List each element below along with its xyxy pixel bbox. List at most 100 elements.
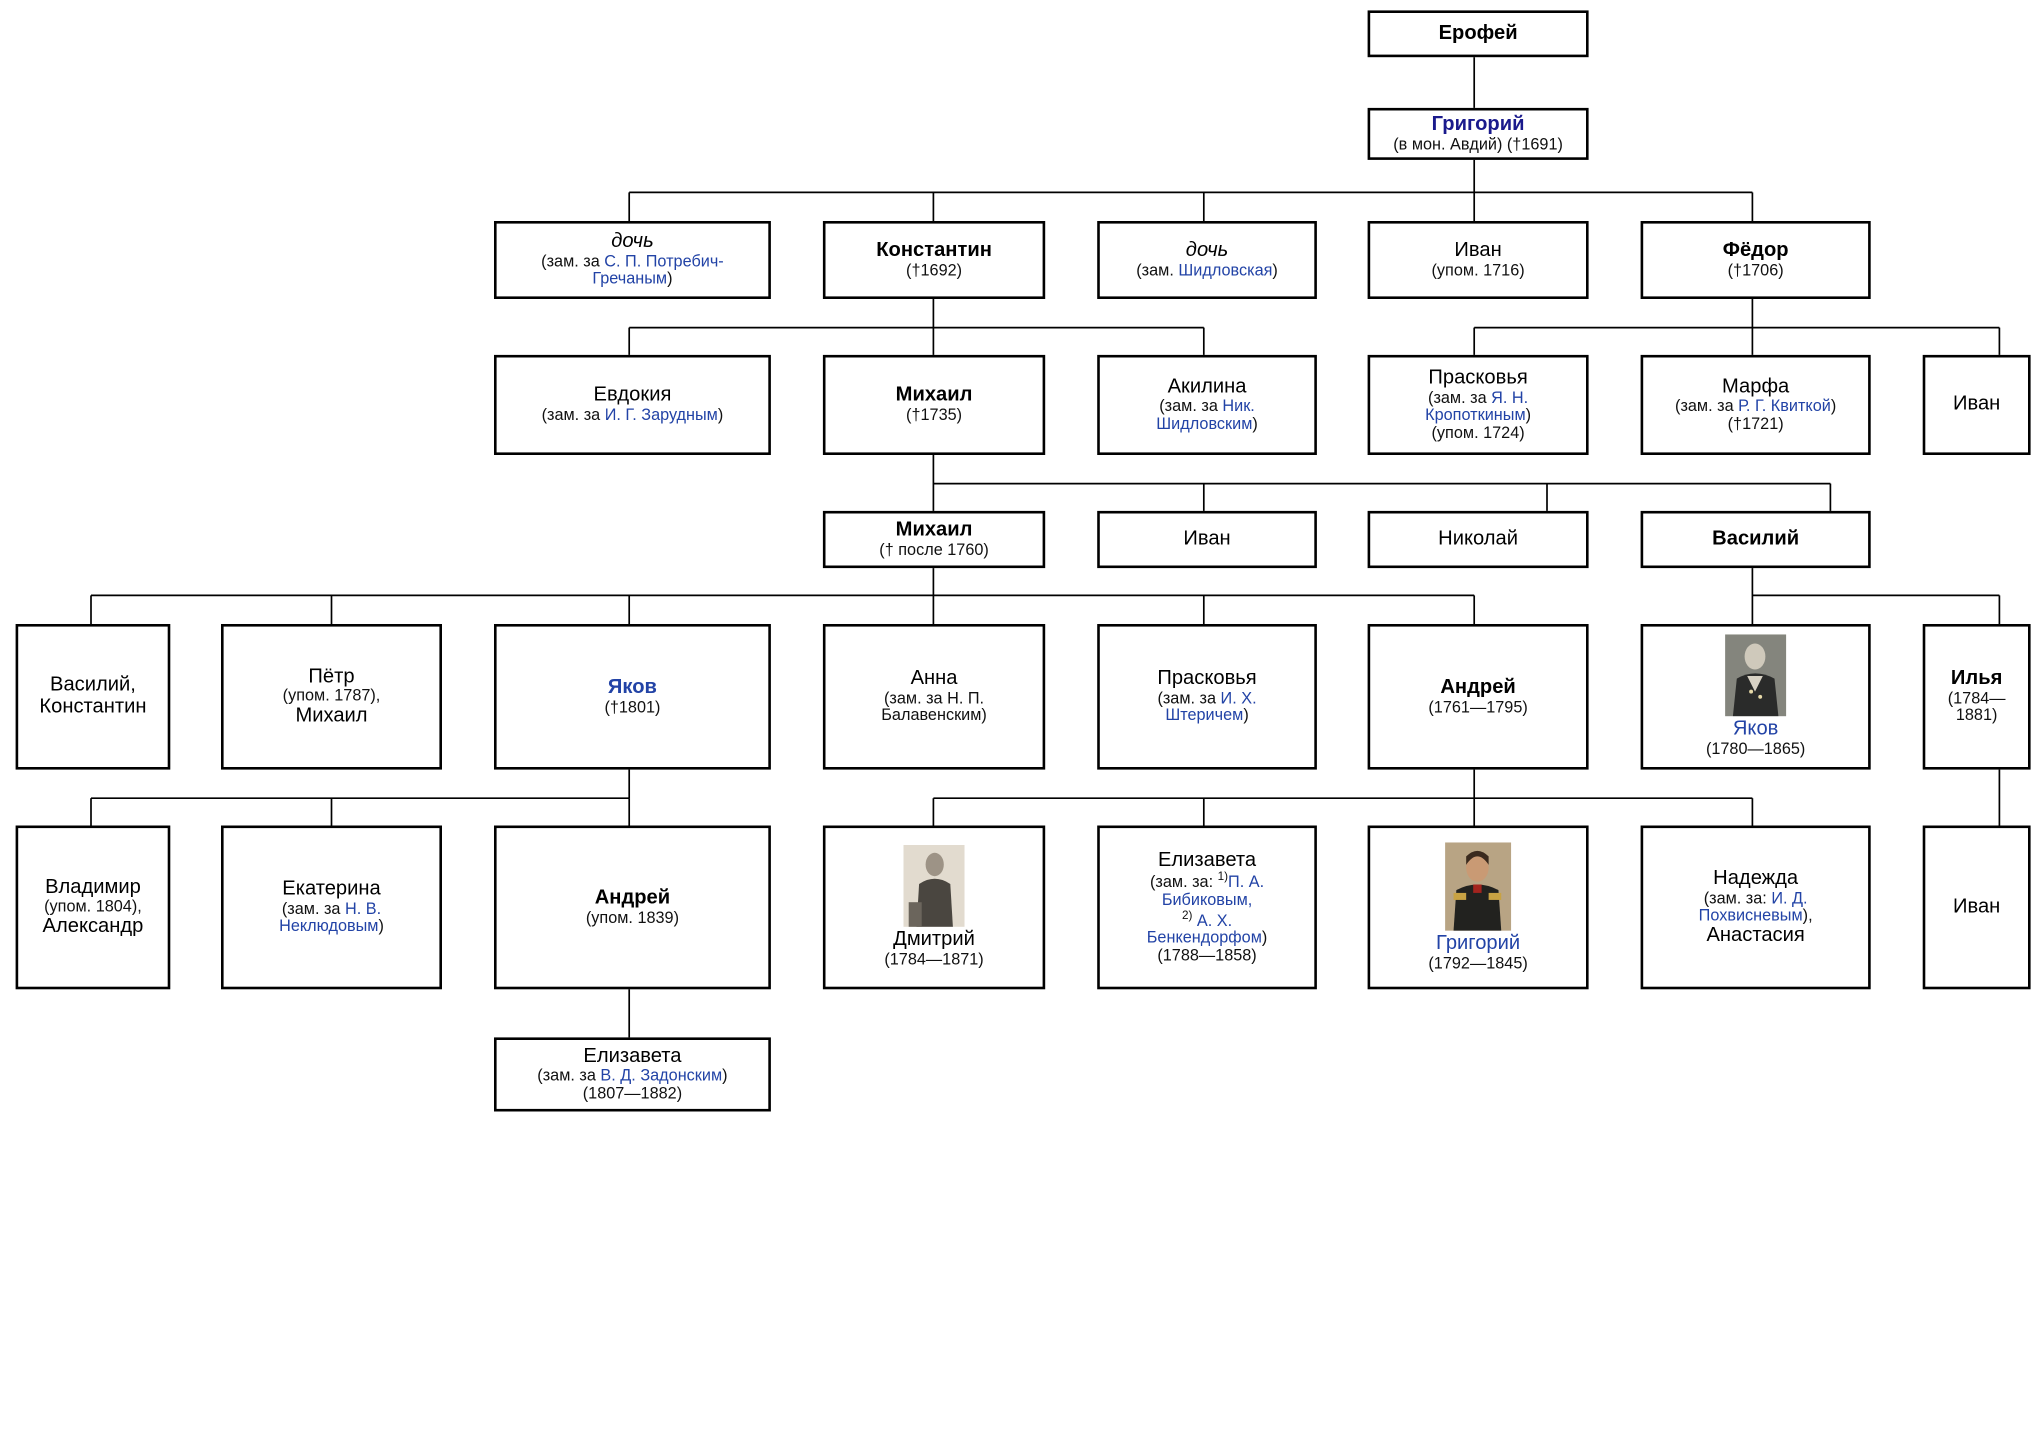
marriage-prefix: (зам. за bbox=[281, 899, 345, 918]
person-name: Илья bbox=[1950, 667, 2003, 690]
person-grigoriy[interactable]: Григорий (в мон. Авдий) (†1691) bbox=[1367, 107, 1589, 160]
bracket: ) bbox=[717, 405, 724, 424]
person-nikolay: Николай bbox=[1367, 510, 1589, 569]
connector-lines bbox=[90, 55, 2001, 1039]
person-ekaterina: Екатерина (зам. за Н. В. Неклюдовым) bbox=[220, 825, 442, 990]
spouse-link[interactable]: И. Г. Зарудным bbox=[604, 405, 718, 424]
person-details: (1807—1882) bbox=[582, 1084, 683, 1103]
person-details: (1761—1795) bbox=[1428, 697, 1528, 716]
person-marfa: Марфа (зам. за Р. Г. Квиткой) (†1721) bbox=[1640, 354, 1871, 455]
marriage-prefix: (зам. за bbox=[1159, 396, 1223, 416]
marriage-prefix: (зам. за bbox=[1157, 688, 1221, 708]
spouse-link[interactable]: С. П. Потребич- bbox=[604, 252, 724, 271]
spouse-link[interactable]: Неклюдовым bbox=[279, 916, 379, 936]
person-yakov-1[interactable]: Яков (†1801) bbox=[493, 624, 771, 770]
person-name: Прасковья bbox=[1428, 366, 1528, 389]
person-ivan-3: Иван bbox=[1097, 510, 1317, 569]
spouse-link[interactable]: Бенкендорфом bbox=[1146, 928, 1262, 947]
person-name: Андрей bbox=[594, 886, 671, 909]
person-details: (1788—1858) bbox=[1157, 946, 1257, 965]
person-name: дочь bbox=[611, 230, 654, 253]
person-details: (1784— bbox=[1947, 688, 2006, 708]
bracket: ) bbox=[722, 1066, 728, 1085]
person-name-link[interactable]: Григорий bbox=[1436, 931, 1521, 955]
person-andrey-1: Андрей (1761—1795) bbox=[1367, 624, 1589, 770]
marriage-number: 2) bbox=[1181, 908, 1193, 922]
person-name: Акилина bbox=[1167, 375, 1247, 398]
person-details: (1780—1865) bbox=[1705, 739, 1806, 759]
person-mikhail-1: Михаил (†1735) bbox=[822, 354, 1046, 455]
spouse-link[interactable]: Похвисневым bbox=[1698, 906, 1803, 925]
spouse-link[interactable]: Шидловским bbox=[1156, 414, 1253, 433]
person-praskovya-2: Прасковья (зам. за И. Х. Штеричем) bbox=[1097, 624, 1317, 770]
person-details: (†1735) bbox=[906, 405, 963, 424]
spouse-link[interactable]: Р. Г. Квиткой bbox=[1738, 396, 1831, 416]
person-details: 1881) bbox=[1955, 706, 1998, 725]
person-name: Дмитрий bbox=[893, 928, 975, 951]
person-name: Василий bbox=[1712, 527, 1800, 550]
spouse-link[interactable]: А. Х. bbox=[1196, 910, 1233, 930]
spouse-link[interactable]: Штеричем bbox=[1165, 706, 1244, 725]
person-praskovya-1: Прасковья (зам. за Я. Н. Кропоткиным) (у… bbox=[1367, 354, 1589, 455]
person-name-link[interactable]: Яков bbox=[607, 675, 657, 698]
person-name: Елизавета bbox=[1157, 848, 1257, 871]
person-name-link[interactable]: Григорий bbox=[1431, 112, 1525, 136]
spouse-link[interactable]: Я. Н. bbox=[1491, 388, 1529, 407]
person-details: (в мон. Авдий) (†1691) bbox=[1393, 134, 1563, 153]
spouse-link[interactable]: П. А. bbox=[1228, 873, 1265, 892]
person-daughter-1: дочь (зам. за С. П. Потребич- Гречаным) bbox=[493, 220, 771, 299]
person-name: Константин bbox=[39, 695, 147, 718]
person-name: Иван bbox=[1183, 527, 1231, 550]
person-yakov-2[interactable]: Яков (1780—1865) bbox=[1640, 624, 1871, 770]
marriage-prefix: (зам. за: bbox=[1703, 888, 1772, 907]
person-details: Балавенским) bbox=[881, 706, 987, 725]
bracket: ) bbox=[1272, 260, 1278, 279]
person-name: Прасковья bbox=[1157, 667, 1257, 690]
person-name: Марфа bbox=[1722, 375, 1790, 398]
marriage-number: 1) bbox=[1217, 870, 1229, 884]
spouse-link[interactable]: Кропоткиным bbox=[1425, 405, 1526, 424]
person-ivan-2: Иван bbox=[1922, 354, 2031, 455]
person-grigoriy-2[interactable]: Григорий (1792—1845) bbox=[1367, 825, 1589, 990]
person-name: Надежда bbox=[1713, 866, 1799, 889]
spouse-link[interactable]: Ник. bbox=[1222, 396, 1255, 416]
bracket: ) bbox=[667, 269, 673, 288]
person-details: (1784—1871) bbox=[884, 950, 984, 969]
person-evdokiya: Евдокия (зам. за И. Г. Зарудным) bbox=[493, 354, 771, 455]
person-name: Иван bbox=[1454, 239, 1502, 262]
person-details: (упом. 1804), bbox=[44, 897, 142, 916]
person-name: Ерофей bbox=[1438, 21, 1518, 44]
spouse-link[interactable]: И. Д. bbox=[1771, 888, 1808, 907]
portrait-photo[interactable] bbox=[1439, 842, 1517, 931]
person-ivan-1: Иван (упом. 1716) bbox=[1367, 220, 1589, 299]
person-dmitriy[interactable]: Дмитрий (1784—1871) bbox=[822, 825, 1046, 990]
person-name: Василий, bbox=[50, 673, 136, 696]
person-konstantin: Константин (†1692) bbox=[822, 220, 1046, 299]
spouse-link[interactable]: Гречаным bbox=[592, 269, 668, 288]
person-name: Анастасия bbox=[1706, 923, 1805, 946]
person-name: Елизавета bbox=[583, 1044, 682, 1067]
person-name: Иван bbox=[1952, 392, 2001, 415]
spouse-link[interactable]: Бибиковым, bbox=[1161, 890, 1253, 909]
portrait-photo[interactable] bbox=[903, 845, 965, 928]
bracket: ) bbox=[378, 916, 384, 936]
spouse-link[interactable]: Шидловская bbox=[1178, 260, 1273, 279]
portrait-photo[interactable] bbox=[1725, 634, 1787, 717]
marriage-prefix: (зам. за bbox=[1675, 396, 1739, 416]
person-name: Николай bbox=[1438, 527, 1519, 550]
person-details: (упом. 1787), bbox=[282, 686, 381, 705]
bracket: ) bbox=[1252, 414, 1258, 433]
marriage-prefix: (зам. за bbox=[1428, 388, 1492, 407]
spouse-link[interactable]: И. Х. bbox=[1220, 688, 1257, 708]
person-name: Михаил bbox=[295, 704, 368, 727]
person-name: Евдокия bbox=[593, 383, 672, 407]
person-vasiliy: Василий bbox=[1640, 510, 1871, 569]
person-details: (†1801) bbox=[604, 697, 661, 716]
person-name-link[interactable]: Яков bbox=[1732, 718, 1779, 741]
person-details: (1792—1845) bbox=[1428, 953, 1528, 972]
person-fedor: Фёдор (†1706) bbox=[1640, 220, 1871, 299]
person-name: Константин bbox=[876, 239, 992, 262]
spouse-link[interactable]: В. Д. Задонским bbox=[600, 1066, 723, 1085]
spouse-link[interactable]: Н. В. bbox=[344, 899, 382, 918]
bracket: ) bbox=[1261, 928, 1268, 947]
